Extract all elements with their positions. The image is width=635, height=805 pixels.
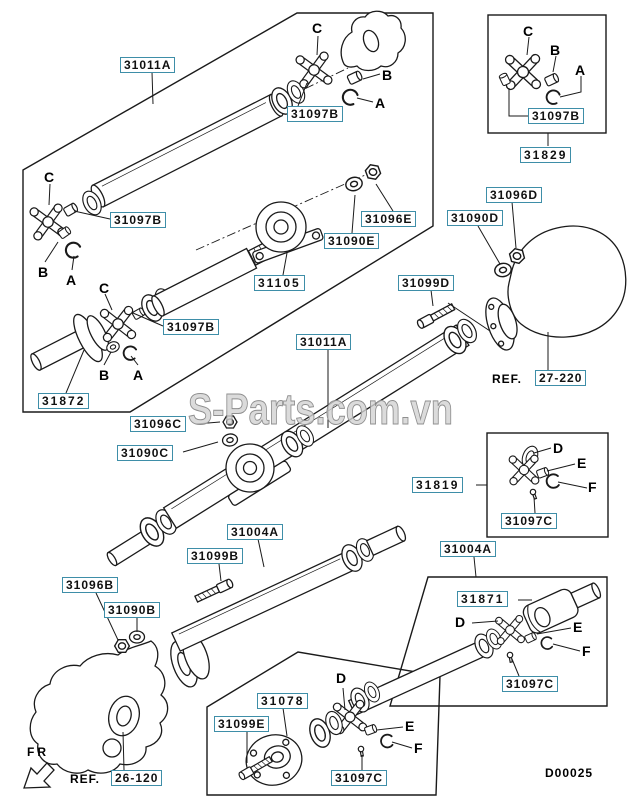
drawing-code: D00025 bbox=[545, 766, 594, 780]
part-label-31090e[interactable]: 31090E bbox=[324, 233, 380, 249]
part-label-31090d[interactable]: 31090D bbox=[447, 210, 504, 226]
ref-prefix-diff: REF. bbox=[492, 372, 523, 386]
part-label-31004a-lower[interactable]: 31004A bbox=[440, 541, 497, 557]
part-label-31105[interactable]: 31105 bbox=[254, 275, 305, 291]
part-label-31099b[interactable]: 31099B bbox=[187, 548, 244, 564]
part-label-31011a-upper[interactable]: 31011A bbox=[120, 57, 176, 73]
part-label-31819[interactable]: 31819 bbox=[412, 477, 464, 493]
joint-kit-detail-drawing bbox=[500, 443, 560, 501]
part-label-31011a-main[interactable]: 31011A bbox=[296, 334, 352, 350]
main-propeller-shaft-drawing bbox=[106, 225, 627, 567]
callout-letter-b: B bbox=[550, 42, 561, 58]
part-label-31090b[interactable]: 31090B bbox=[104, 602, 161, 618]
panel-boxes bbox=[22, 12, 609, 796]
callout-letter-a: A bbox=[375, 95, 386, 111]
ref-label-27-220[interactable]: 27-220 bbox=[535, 370, 587, 386]
callout-letter-e: E bbox=[577, 455, 587, 471]
part-label-31004a-mid[interactable]: 31004A bbox=[227, 524, 284, 540]
part-label-31096c[interactable]: 31096C bbox=[130, 416, 187, 432]
callout-letter-e: E bbox=[405, 718, 415, 734]
front-direction-arrow-icon bbox=[23, 762, 55, 789]
callout-letter-b: B bbox=[38, 264, 49, 280]
front-shaft-assembly-drawing bbox=[30, 163, 383, 371]
callout-letter-c: C bbox=[523, 23, 534, 39]
callout-letter-e: E bbox=[573, 619, 583, 635]
part-label-31097b-2[interactable]: 31097B bbox=[110, 212, 167, 228]
callout-letter-f: F bbox=[588, 479, 597, 495]
callout-letter-c: C bbox=[312, 20, 323, 36]
callout-letter-a: A bbox=[133, 367, 144, 383]
callout-letter-d: D bbox=[455, 614, 466, 630]
callout-letter-b: B bbox=[99, 367, 110, 383]
leader-lines bbox=[44, 35, 588, 771]
ref-prefix-transfer: REF. bbox=[70, 772, 101, 786]
callout-letter-a: A bbox=[66, 272, 77, 288]
part-label-31097b-3[interactable]: 31097B bbox=[163, 319, 220, 335]
callout-letter-d: D bbox=[553, 440, 564, 456]
ref-label-26-120[interactable]: 26-120 bbox=[111, 770, 163, 786]
front-direction-label: FR bbox=[27, 745, 49, 759]
callout-letter-b: B bbox=[382, 67, 393, 83]
part-label-31097c-2[interactable]: 31097C bbox=[502, 676, 559, 692]
part-label-31090c[interactable]: 31090C bbox=[117, 445, 174, 461]
flange-joint-detail-drawing bbox=[237, 679, 394, 786]
part-label-31078[interactable]: 31078 bbox=[257, 693, 309, 709]
part-label-31097c-1[interactable]: 31097C bbox=[501, 513, 558, 529]
part-label-31872[interactable]: 31872 bbox=[38, 393, 90, 409]
callout-letter-c: C bbox=[44, 169, 55, 185]
part-label-31096b[interactable]: 31096B bbox=[62, 577, 119, 593]
callout-letter-f: F bbox=[582, 643, 591, 659]
callout-letter-f: F bbox=[414, 740, 423, 756]
watermark-text: S-Parts.com.vn bbox=[188, 385, 453, 434]
part-label-31097b-4[interactable]: 31097B bbox=[528, 108, 585, 124]
transfer-case-and-mid-shaft-drawing bbox=[29, 525, 407, 774]
part-label-31096d[interactable]: 31096D bbox=[486, 187, 543, 203]
callout-letter-a: A bbox=[575, 62, 586, 78]
part-label-31099e[interactable]: 31099E bbox=[214, 716, 270, 732]
part-label-31099d[interactable]: 31099D bbox=[398, 275, 455, 291]
part-label-31829[interactable]: 31829 bbox=[520, 147, 572, 163]
upper-shaft-assembly-drawing bbox=[24, 10, 406, 261]
part-label-31097b-1[interactable]: 31097B bbox=[287, 106, 344, 122]
callout-letter-d: D bbox=[336, 670, 347, 686]
callout-letter-c: C bbox=[99, 280, 110, 296]
part-label-31871[interactable]: 31871 bbox=[457, 591, 509, 607]
part-label-31097c-3[interactable]: 31097C bbox=[331, 770, 388, 786]
part-label-31096e[interactable]: 31096E bbox=[361, 211, 417, 227]
